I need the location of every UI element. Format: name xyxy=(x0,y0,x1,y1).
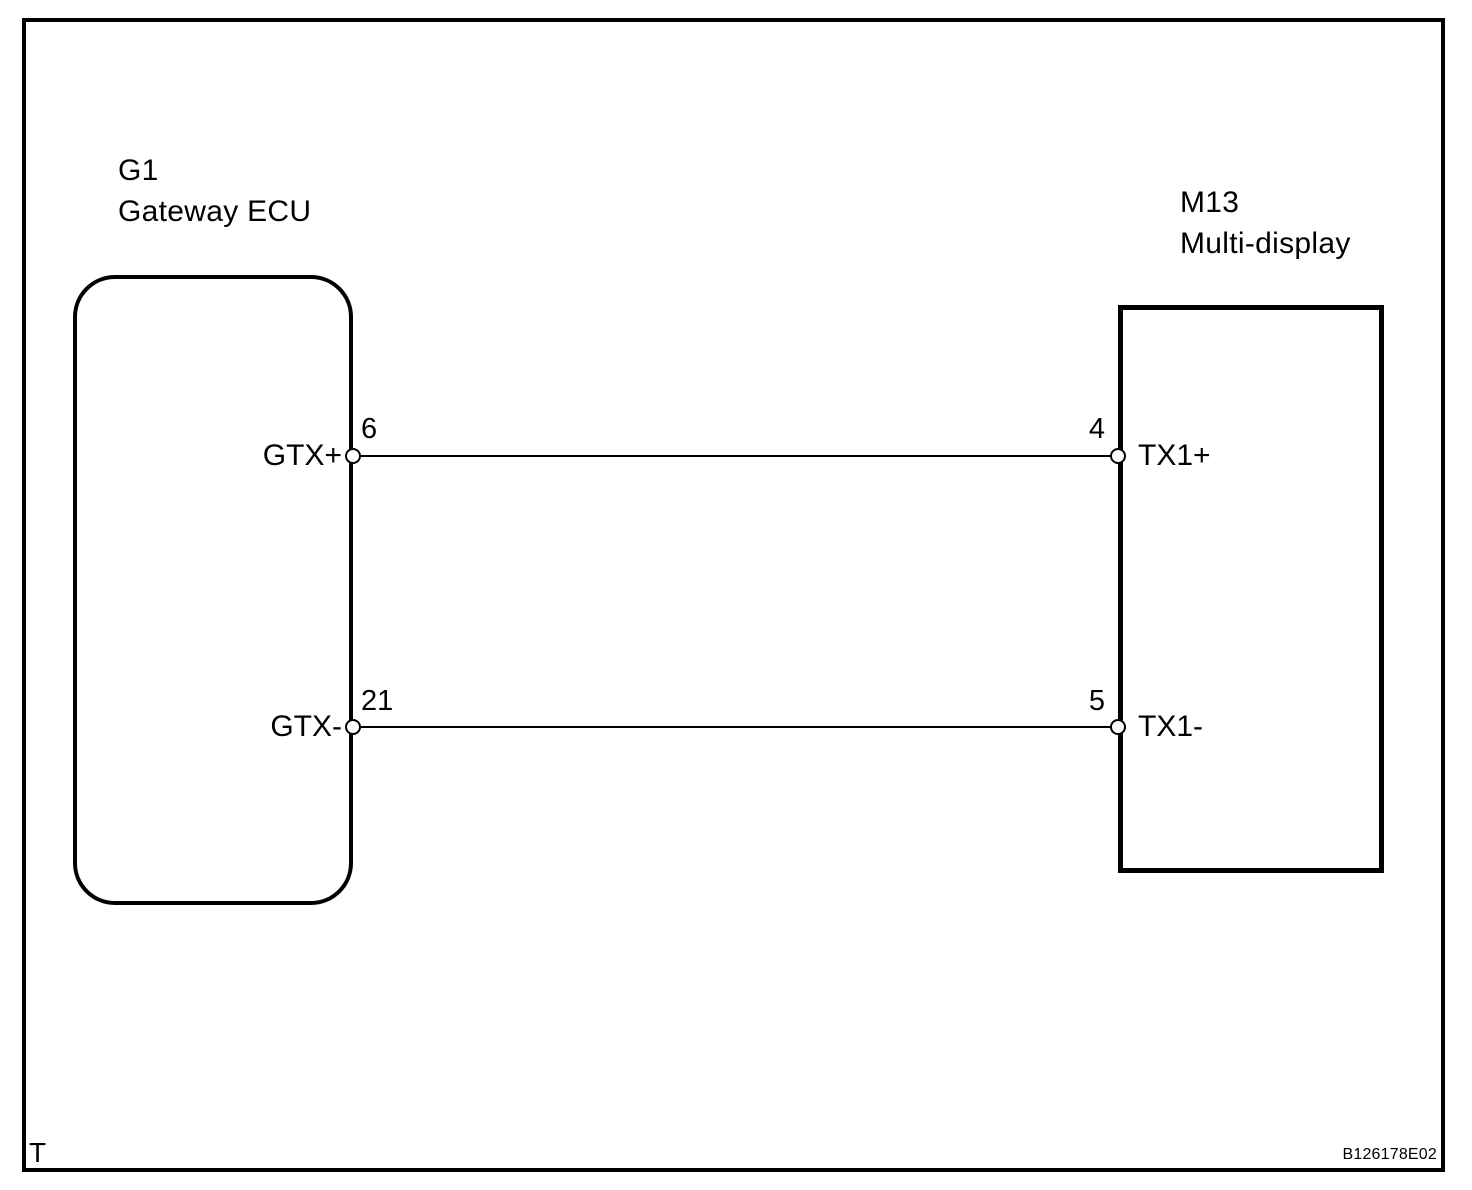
terminal-dot-g1-pin21 xyxy=(345,719,361,735)
pin-number-g1-21: 21 xyxy=(361,685,394,717)
left-component-name: Gateway ECU xyxy=(118,195,312,228)
terminal-dot-m13-pin5 xyxy=(1110,719,1126,735)
left-component-id: G1 xyxy=(118,154,159,187)
right-component-name: Multi-display xyxy=(1180,227,1351,260)
right-component-id: M13 xyxy=(1180,186,1240,219)
corner-annotation-t: T xyxy=(29,1137,47,1168)
diagram-border xyxy=(22,18,1445,1172)
pin-label-tx1-plus: TX1+ xyxy=(1138,439,1211,472)
multi-display-box xyxy=(1118,305,1384,873)
figure-code: B126178E02 xyxy=(1342,1146,1437,1163)
terminal-dot-m13-pin4 xyxy=(1110,448,1126,464)
pin-number-m13-5: 5 xyxy=(1088,685,1105,717)
gateway-ecu-box xyxy=(73,275,353,905)
pin-label-gtx-plus: GTX+ xyxy=(262,439,342,472)
terminal-dot-g1-pin6 xyxy=(345,448,361,464)
wire-gtx-minus-to-tx1-minus xyxy=(353,726,1118,728)
right-component-caption: M13 Multi-display xyxy=(1180,182,1351,264)
left-component-caption: G1 Gateway ECU xyxy=(118,150,311,232)
pin-label-tx1-minus: TX1- xyxy=(1138,710,1204,743)
pin-label-gtx-minus: GTX- xyxy=(270,710,342,743)
wire-gtx-plus-to-tx1-plus xyxy=(353,455,1118,457)
pin-number-m13-4: 4 xyxy=(1088,413,1105,445)
pin-number-g1-6: 6 xyxy=(361,413,378,445)
